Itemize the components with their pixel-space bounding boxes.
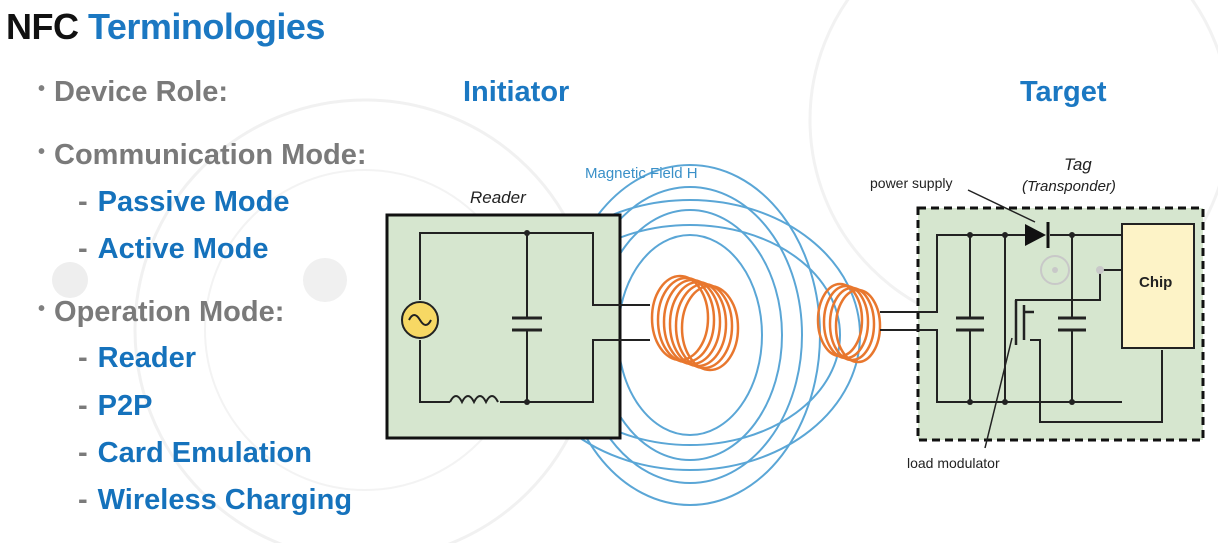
list-item-passive-mode: -Passive Mode (78, 186, 290, 218)
list-item-label: Reader (97, 342, 196, 374)
title-main: Terminologies (88, 6, 325, 47)
bullet-communication-mode: • Communication Mode: (38, 139, 367, 172)
reader-label: Reader (470, 188, 527, 207)
diode-icon (1025, 222, 1050, 248)
tag-circuit (880, 234, 1163, 423)
list-item-p2p: -P2P (78, 390, 153, 422)
bullet-operation-mode-label: Operation Mode: (54, 296, 285, 328)
bullet-dot: • (38, 141, 46, 163)
bullet-dot: • (38, 298, 46, 320)
bullet-device-role-label: Device Role: (54, 76, 229, 108)
page-title: NFC Terminologies (6, 6, 325, 48)
transponder-label: (Transponder) (1022, 178, 1116, 195)
chip-box (1121, 223, 1195, 349)
list-item-label: Passive Mode (97, 186, 290, 218)
reader-circuit (419, 232, 650, 403)
capacitor-icon (512, 316, 542, 332)
inductor-icon (449, 395, 499, 405)
list-item-label: Card Emulation (97, 437, 312, 469)
reader-coil (650, 274, 740, 372)
chip-label: Chip (1139, 274, 1172, 291)
initiator-label: Initiator (463, 76, 570, 108)
list-item-label: P2P (97, 390, 153, 422)
tag-coil (816, 282, 882, 364)
capacitor-icon (956, 316, 1086, 332)
bullet-device-role: • Device Role: (38, 76, 228, 109)
tag-label: Tag (1064, 155, 1092, 174)
transistor-icon (1014, 300, 1034, 345)
load-modulator-label: load modulator (907, 455, 1000, 471)
bullet-communication-mode-label: Communication Mode: (54, 139, 367, 171)
title-prefix: NFC (6, 6, 79, 47)
bullet-dot: • (38, 78, 46, 100)
power-supply-label: power supply (870, 175, 953, 191)
list-item-reader: -Reader (78, 342, 196, 374)
target-label: Target (1020, 76, 1107, 108)
list-item-active-mode: -Active Mode (78, 233, 269, 265)
ac-source-icon (401, 301, 439, 339)
list-item-card-emulation: -Card Emulation (78, 437, 312, 469)
list-item-label: Wireless Charging (97, 484, 353, 516)
field-label: Magnetic Field H (585, 165, 698, 182)
list-item-label: Active Mode (97, 233, 269, 265)
list-item-wireless-charging: -Wireless Charging (78, 484, 353, 516)
bullet-operation-mode: • Operation Mode: (38, 296, 284, 329)
